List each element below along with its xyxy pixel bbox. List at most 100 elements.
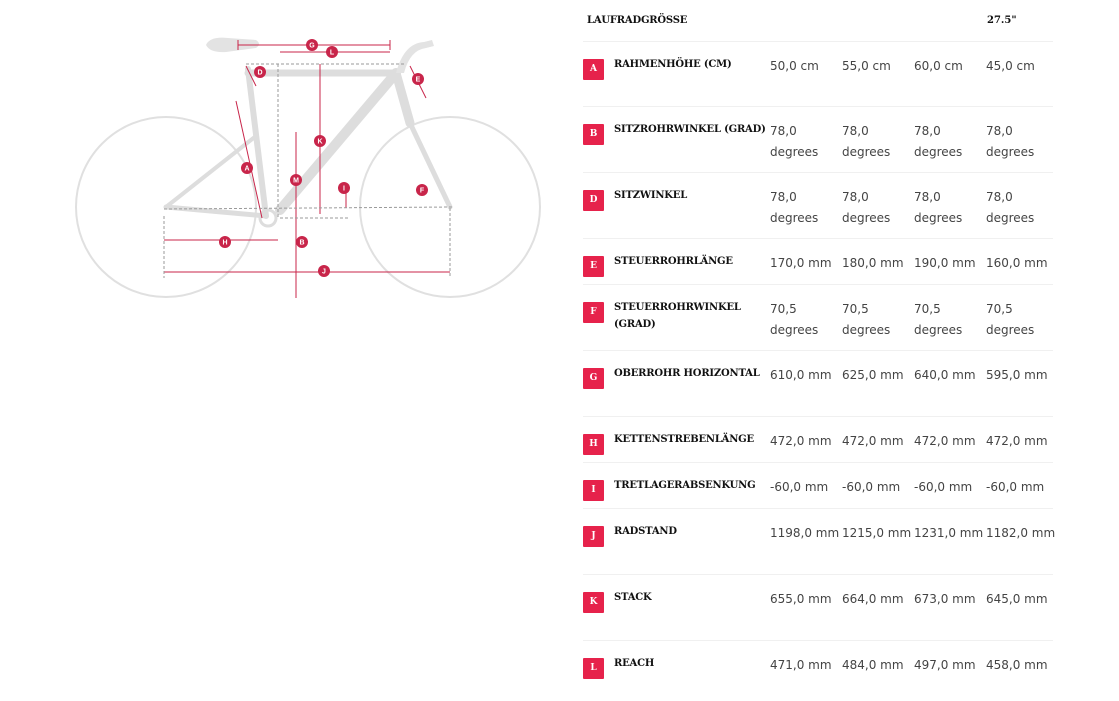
marker-j-label: J (322, 269, 326, 276)
row-key-badge: A (583, 59, 604, 80)
row-key-badge: L (583, 658, 604, 679)
row-label: TRETLAGERABSENKUNG (614, 480, 756, 491)
marker-b (296, 236, 308, 248)
row-label: KETTENSTREBENLÄNGE (614, 434, 754, 445)
row-value: 78,0 degrees (842, 124, 891, 159)
marker-f-label: F (420, 188, 425, 195)
row-value: 78,0 degrees (914, 124, 963, 159)
row-value: 655,0 mm (770, 592, 832, 606)
row-label: RAHMENHÖHE (CM) (614, 59, 732, 70)
row-value: 50,0 cm (770, 59, 819, 73)
marker-k-label: K (317, 139, 322, 146)
marker-d-label: D (257, 70, 262, 77)
row-value: -60,0 mm (842, 480, 901, 494)
row-label: RADSTAND (614, 526, 677, 537)
marker-b-label: B (299, 240, 304, 247)
marker-g (306, 39, 318, 51)
marker-l-label: L (330, 50, 335, 57)
row-value: 70,5 degrees (914, 302, 963, 337)
row-key-badge: F (583, 302, 604, 323)
header-wheel-size: 27.5" (987, 15, 1017, 26)
handlebar (396, 40, 434, 73)
row-key-badge: I (583, 480, 604, 501)
marker-j (318, 265, 330, 277)
row-label: STACK (614, 592, 652, 603)
table-row: B SITZROHRWINKEL (GRAD) 78,0 degrees 78,… (583, 107, 1053, 173)
marker-f (416, 184, 428, 196)
marker-h-label: H (222, 240, 227, 247)
row-label: SITZWINKEL (614, 190, 688, 201)
row-value: -60,0 mm (986, 480, 1045, 494)
row-value: 497,0 mm (914, 658, 976, 672)
table-row: H KETTENSTREBENLÄNGE 472,0 mm 472,0 mm 4… (583, 417, 1053, 463)
row-value: 472,0 mm (914, 434, 976, 448)
row-key-badge: K (583, 592, 604, 613)
row-value: 472,0 mm (770, 434, 832, 448)
row-key-badge: E (583, 256, 604, 277)
marker-l (326, 46, 338, 58)
marker-d (254, 66, 266, 78)
geometry-table: LAUFRADGRÖSSE 27.5" A RAHMENHÖHE (CM) 50… (583, 0, 1055, 701)
row-key-badge: G (583, 368, 604, 389)
bike-geometry-diagram: G L D E K A M I F H B J (75, 37, 541, 298)
marker-i (338, 182, 350, 194)
row-value: 664,0 mm (842, 592, 904, 606)
diagram-markers (219, 39, 428, 277)
row-label: OBERROHR HORIZONTAL (614, 368, 760, 379)
row-value: 55,0 cm (842, 59, 891, 73)
row-value: 458,0 mm (986, 658, 1048, 672)
row-value: 471,0 mm (770, 658, 832, 672)
row-value: 640,0 mm (914, 368, 976, 382)
row-value: 160,0 mm (986, 256, 1048, 270)
row-value: 78,0 degrees (986, 190, 1035, 225)
front-wheel (359, 116, 541, 298)
row-label: REACH (614, 658, 655, 669)
row-value: 472,0 mm (842, 434, 904, 448)
row-value: 595,0 mm (986, 368, 1048, 382)
row-label: STEUERROHRLÄNGE (614, 256, 733, 267)
table-row: G OBERROHR HORIZONTAL 610,0 mm 625,0 mm … (583, 351, 1053, 417)
table-row: K STACK 655,0 mm 664,0 mm 673,0 mm 645,0… (583, 575, 1053, 641)
row-value: 190,0 mm (914, 256, 976, 270)
marker-g-label: G (309, 43, 315, 50)
row-value: 673,0 mm (914, 592, 976, 606)
row-value: 625,0 mm (842, 368, 904, 382)
row-value: 484,0 mm (842, 658, 904, 672)
row-value: 1182,0 mm (986, 526, 1056, 540)
row-key-badge: B (583, 124, 604, 145)
marker-h (219, 236, 231, 248)
row-value: 60,0 cm (914, 59, 963, 73)
table-header-row: LAUFRADGRÖSSE 27.5" (583, 0, 1053, 42)
row-label: STEUERROHRWINKEL (GRAD) (614, 302, 741, 330)
marker-m (290, 174, 302, 186)
table-row: J RADSTAND 1198,0 mm 1215,0 mm 1231,0 mm… (583, 509, 1055, 575)
row-value: -60,0 mm (770, 480, 829, 494)
row-value: 70,5 degrees (770, 302, 819, 337)
marker-e (412, 73, 424, 85)
bike-frame (163, 66, 453, 219)
table-row: E STEUERROHRLÄNGE 170,0 mm 180,0 mm 190,… (583, 239, 1053, 285)
marker-m-label: M (293, 178, 299, 185)
row-value: 78,0 degrees (914, 190, 963, 225)
row-value: 78,0 degrees (770, 124, 819, 159)
row-value: 645,0 mm (986, 592, 1048, 606)
row-value: 78,0 degrees (770, 190, 819, 225)
row-value: 610,0 mm (770, 368, 832, 382)
row-value: 70,5 degrees (986, 302, 1035, 337)
table-row: A RAHMENHÖHE (CM) 50,0 cm 55,0 cm 60,0 c… (583, 42, 1053, 107)
marker-a-label: A (244, 166, 249, 173)
table-row: D SITZWINKEL 78,0 degrees 78,0 degrees 7… (583, 173, 1053, 239)
marker-i-label: I (343, 186, 345, 193)
row-value: 70,5 degrees (842, 302, 891, 337)
row-value: 1231,0 mm (914, 526, 984, 540)
row-value: 472,0 mm (986, 434, 1048, 448)
marker-k (314, 135, 326, 147)
crank (258, 208, 278, 228)
row-value: 45,0 cm (986, 59, 1035, 73)
table-row: I TRETLAGERABSENKUNG -60,0 mm -60,0 mm -… (583, 463, 1053, 509)
row-value: 78,0 degrees (986, 124, 1035, 159)
row-value: 1198,0 mm (770, 526, 840, 540)
measurement-lines (164, 40, 450, 298)
row-value: 1215,0 mm (842, 526, 912, 540)
marker-e-label: E (416, 77, 421, 84)
